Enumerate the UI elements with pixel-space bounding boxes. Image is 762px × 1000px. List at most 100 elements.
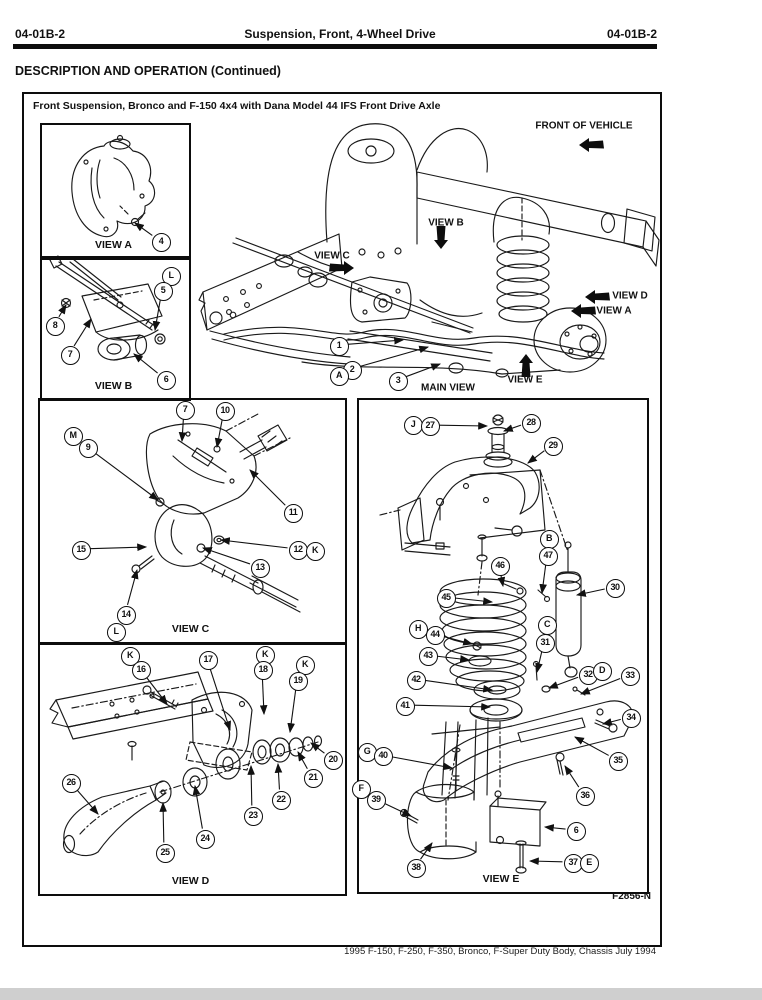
leader-line (535, 651, 543, 674)
callout-14: 14 (116, 605, 136, 625)
leader-line (436, 655, 471, 663)
leader-line (601, 718, 621, 726)
leader-line (297, 751, 308, 769)
callout-45: 45 (436, 588, 456, 608)
view-d-sketch (49, 671, 323, 857)
label-view-e: VIEW E (507, 374, 543, 386)
callout-31: 31 (535, 633, 555, 653)
callout-17: 17 (198, 650, 218, 670)
leader-line (575, 588, 605, 597)
label-main-view: MAIN VIEW (421, 382, 475, 394)
direction-arrows (329, 138, 610, 377)
view-e-sketch (379, 414, 634, 874)
leader-line (443, 635, 474, 646)
leader-line (247, 764, 256, 806)
leader-line (383, 802, 412, 817)
callout-c: C (537, 615, 557, 635)
callout-18: 18 (253, 660, 273, 680)
leader-line (287, 689, 297, 734)
callout-k: K (305, 541, 325, 561)
callout-8: 8 (45, 316, 65, 336)
direction-arrow (329, 261, 354, 275)
main-view-sketch (198, 123, 660, 378)
callout-39: 39 (366, 790, 386, 810)
callout-5: 5 (153, 281, 173, 301)
leader-line (502, 424, 522, 432)
callout-12: 12 (288, 540, 308, 560)
view-e-label: VIEW E (482, 873, 520, 885)
callout-15: 15 (71, 540, 91, 560)
view-a-sketch (71, 134, 156, 238)
callout-29: 29 (543, 436, 563, 456)
leader-line (219, 537, 288, 549)
leader-line (201, 547, 251, 565)
direction-arrow (434, 226, 448, 249)
callout-11: 11 (283, 503, 303, 523)
leader-line (527, 450, 545, 464)
callout-34: 34 (621, 708, 641, 728)
callout-j: J (403, 415, 423, 435)
view-d-label: VIEW D (171, 875, 210, 887)
callout-h: H (408, 619, 428, 639)
view-b-panel (40, 256, 191, 401)
leader-line (274, 762, 283, 790)
leader-line (249, 469, 286, 506)
callout-36: 36 (575, 786, 595, 806)
leader-line (547, 676, 579, 689)
leader-line (579, 677, 621, 695)
callout-k: K (120, 646, 140, 666)
view-b-label: VIEW B (94, 380, 133, 392)
callout-25: 25 (155, 843, 175, 863)
callout-40: 40 (373, 746, 393, 766)
callout-41: 41 (395, 696, 415, 716)
scan-edge-artifact (0, 988, 762, 1000)
leader-line (192, 784, 203, 829)
header-rule (13, 44, 657, 49)
callout-35: 35 (608, 751, 628, 771)
figure-code: F2856-N (612, 891, 651, 902)
leader-line (359, 345, 430, 367)
callout-b: B (539, 529, 559, 549)
direction-arrow (571, 304, 596, 318)
leader-line (134, 222, 153, 236)
callout-30: 30 (605, 578, 625, 598)
leader-line (454, 597, 494, 605)
view-e-panel (357, 398, 649, 894)
leader-line (73, 318, 92, 347)
view-a-panel (40, 123, 191, 260)
callout-f: F (351, 779, 371, 799)
callout-22: 22 (271, 790, 291, 810)
view-a-label: VIEW A (95, 239, 132, 251)
view-c-label: VIEW C (171, 623, 210, 635)
direction-arrow (519, 354, 533, 377)
leader-line (209, 667, 231, 732)
callout-10: 10 (215, 401, 235, 421)
leader-line (424, 679, 494, 693)
callout-26: 26 (61, 773, 81, 793)
callout-a: A (329, 366, 349, 386)
callout-e: E (579, 853, 599, 873)
callout-3: 3 (388, 371, 408, 391)
leader-line (574, 736, 609, 756)
leader-line (145, 676, 168, 705)
callout-38: 38 (406, 858, 426, 878)
leader-line (391, 756, 454, 771)
callout-13: 13 (250, 558, 270, 578)
leader-line (159, 801, 168, 843)
leader-line (405, 363, 442, 378)
callout-16: 16 (131, 660, 151, 680)
label-view-c: VIEW C (314, 250, 350, 262)
callout-24: 24 (195, 829, 215, 849)
leader-line (94, 452, 159, 501)
leader-lines (58, 222, 621, 866)
callout-28: 28 (521, 413, 541, 433)
leader-line (310, 742, 325, 754)
callout-6: 6 (566, 821, 586, 841)
leader-line (497, 574, 506, 588)
callout-46: 46 (490, 556, 510, 576)
callout-4: 4 (151, 232, 171, 252)
figure-box (22, 92, 662, 947)
leader-line (413, 702, 492, 711)
callout-21: 21 (303, 768, 323, 788)
